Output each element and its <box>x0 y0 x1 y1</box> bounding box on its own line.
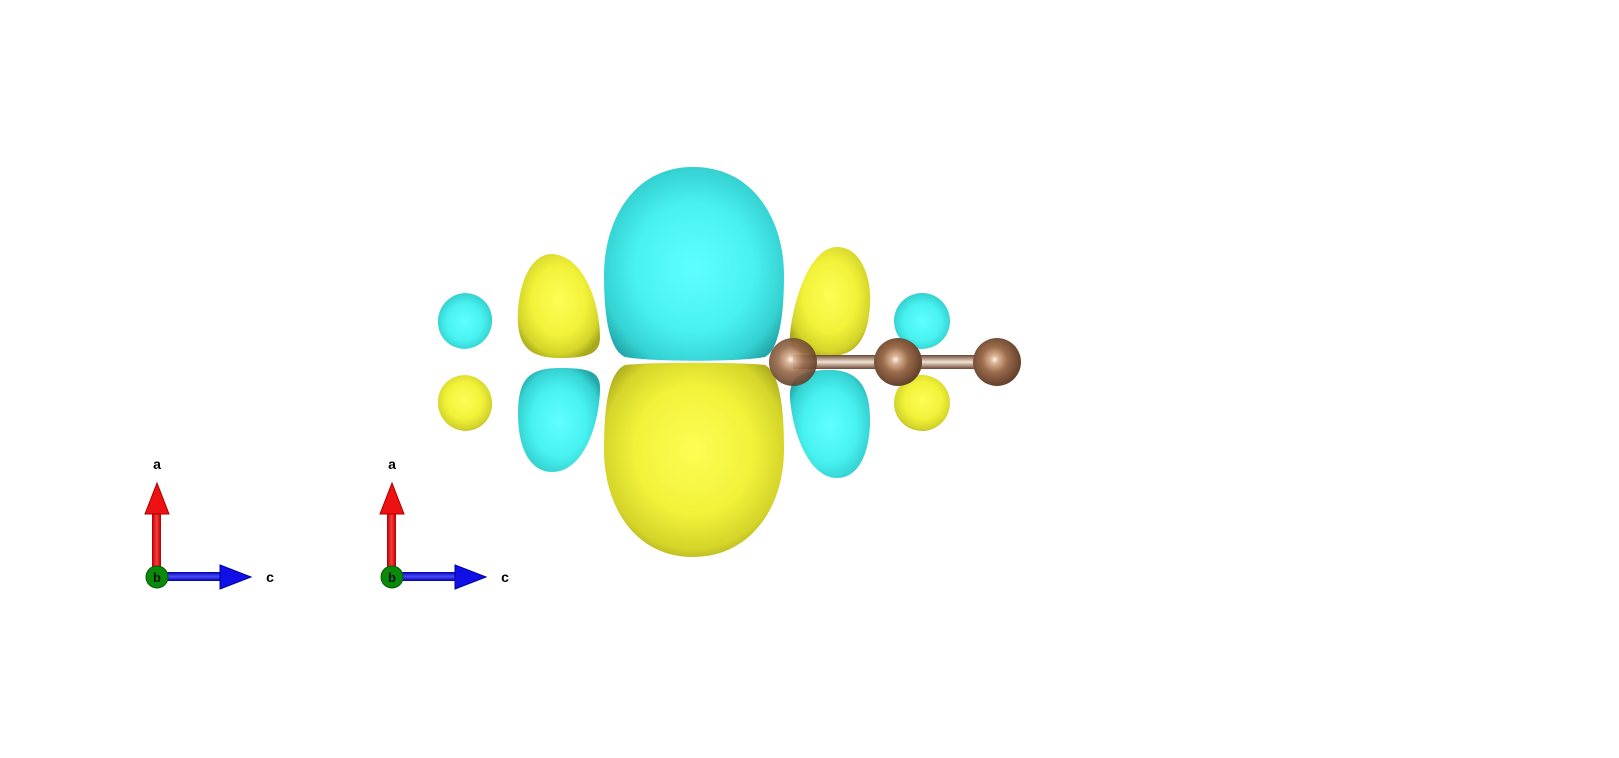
axis-c-label: c <box>266 569 274 585</box>
axis-c-shaft <box>160 572 222 581</box>
axes-triad-1: a c b <box>144 456 274 590</box>
axis-b-label: b <box>388 570 396 585</box>
lobe-cyan-center-upper <box>604 167 784 361</box>
atom-3 <box>973 338 1021 386</box>
axis-c-arrowhead <box>219 564 253 590</box>
lobe-yellow-left-upper <box>517 254 600 358</box>
bond-1 <box>793 355 899 369</box>
axis-a-shaft <box>387 513 396 573</box>
lobe-yellow-far-left-lower <box>437 375 493 431</box>
lobe-cyan-right-lower <box>789 370 870 478</box>
axis-a-shaft <box>152 513 161 573</box>
orbital-group <box>437 167 1021 557</box>
atom-2 <box>874 338 922 386</box>
bond-2 <box>899 355 997 369</box>
axis-a-arrowhead <box>144 481 170 515</box>
axes-triad-2: a c b <box>379 456 509 590</box>
axis-a-label: a <box>153 456 161 472</box>
atom-1 <box>769 338 817 386</box>
axis-c-shaft <box>395 572 457 581</box>
axis-c-label: c <box>501 569 509 585</box>
axis-b-marker <box>145 565 169 589</box>
axis-a-arrowhead <box>379 481 405 515</box>
axis-a-label: a <box>388 456 396 472</box>
lobe-yellow-far-right-lower <box>894 375 950 431</box>
axis-b-marker <box>380 565 404 589</box>
lobe-yellow-right-upper <box>789 247 871 356</box>
lobe-yellow-center-lower <box>604 362 784 557</box>
lobe-cyan-far-right-upper <box>894 293 950 349</box>
lobe-cyan-far-left-upper <box>437 293 493 349</box>
axis-b-label: b <box>153 570 161 585</box>
lobe-cyan-left-lower <box>518 368 600 472</box>
axis-c-arrowhead <box>454 564 488 590</box>
